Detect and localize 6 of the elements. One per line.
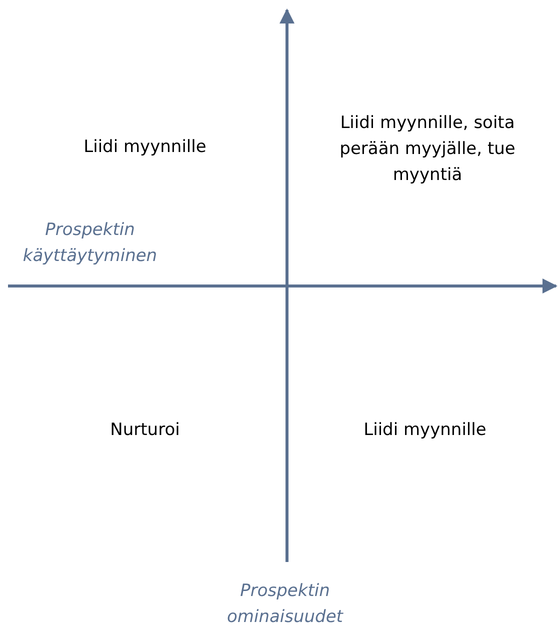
- quadrant-label: Liidi myynnille, soita perään myyjälle, tue myyntiä: [338, 112, 516, 187]
- quadrant-label: Liidi myynnille: [82, 136, 208, 159]
- quadrant-label: Nurturoi: [109, 419, 181, 442]
- axis-label: Prospektin käyttäytyminen: [22, 219, 158, 268]
- quadrant-label: Liidi myynnille: [362, 419, 488, 442]
- axis-label: Prospektin ominaisuudet: [226, 580, 344, 629]
